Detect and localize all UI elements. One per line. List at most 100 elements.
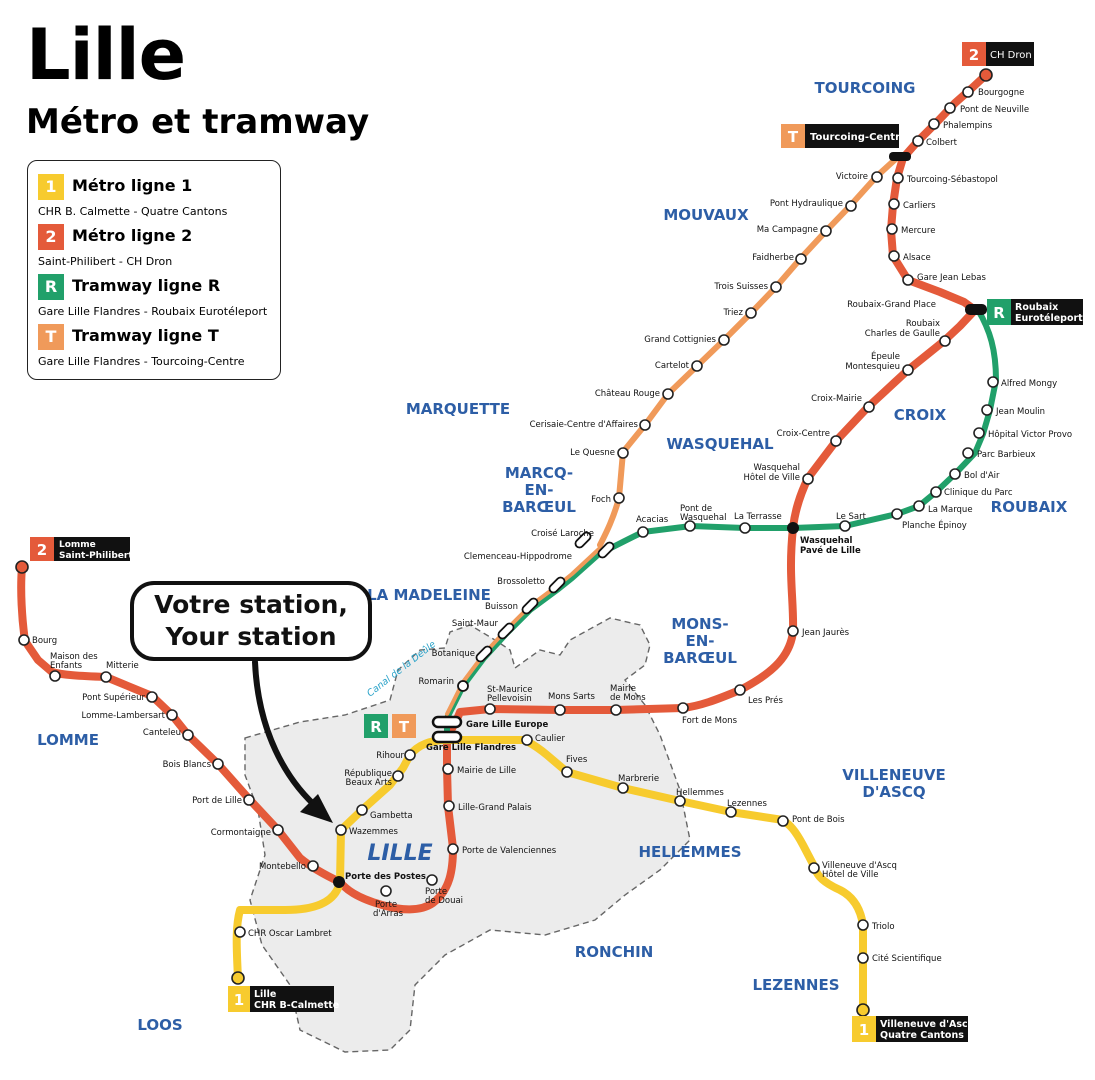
stop[interactable] — [426, 874, 438, 886]
stop[interactable] — [639, 419, 651, 431]
stop[interactable] — [617, 782, 629, 794]
station-label: Alfred Mongy — [1001, 379, 1057, 389]
stop[interactable] — [617, 447, 629, 459]
stop[interactable] — [739, 522, 751, 534]
terminus-cap[interactable] — [231, 971, 245, 985]
stop[interactable] — [962, 86, 974, 98]
stop[interactable] — [808, 862, 820, 874]
stop[interactable] — [212, 758, 224, 770]
stop[interactable] — [356, 804, 368, 816]
interchange-tourcoing[interactable] — [889, 152, 911, 161]
area-labels: TOURCOING MOUVAUX MARQUETTE WASQUEHAL MA… — [37, 79, 1068, 1034]
stop[interactable] — [987, 376, 999, 388]
stop[interactable] — [691, 360, 703, 372]
stop[interactable] — [892, 172, 904, 184]
stop[interactable] — [962, 447, 974, 459]
stop[interactable] — [777, 815, 789, 827]
stop[interactable] — [447, 843, 459, 855]
stop[interactable] — [944, 102, 956, 114]
stop[interactable] — [802, 473, 814, 485]
interchange-gare-lille-europe[interactable] — [431, 715, 463, 729]
stop[interactable] — [718, 334, 730, 346]
stop[interactable] — [888, 198, 900, 210]
stop[interactable] — [857, 919, 869, 931]
stop[interactable] — [457, 680, 469, 692]
stop[interactable] — [100, 671, 112, 683]
interchange-roubaix[interactable] — [965, 304, 987, 315]
stop[interactable] — [637, 526, 649, 538]
stop[interactable] — [443, 800, 455, 812]
stop[interactable] — [49, 670, 61, 682]
stop[interactable] — [548, 576, 566, 594]
stop[interactable] — [677, 702, 689, 714]
stop[interactable] — [930, 486, 942, 498]
stop[interactable] — [820, 225, 832, 237]
callout-arrowhead — [300, 794, 333, 823]
stop[interactable] — [902, 364, 914, 376]
terminus-cap[interactable] — [979, 68, 993, 82]
stop[interactable] — [392, 770, 404, 782]
stop[interactable] — [554, 704, 566, 716]
stop[interactable] — [981, 404, 993, 416]
stop[interactable] — [521, 597, 539, 615]
stop[interactable] — [871, 171, 883, 183]
stop[interactable] — [521, 734, 533, 746]
stop[interactable] — [928, 118, 940, 130]
stop[interactable] — [888, 250, 900, 262]
terminus-cap[interactable] — [856, 1003, 870, 1017]
stop[interactable] — [830, 435, 842, 447]
stop[interactable] — [949, 468, 961, 480]
stop[interactable] — [166, 709, 178, 721]
station-label: Lezennes — [727, 799, 768, 809]
station-label: Saint-Maur — [452, 619, 499, 629]
stop[interactable] — [613, 492, 625, 504]
stop[interactable] — [674, 795, 686, 807]
stop[interactable] — [913, 500, 925, 512]
stop[interactable] — [404, 749, 416, 761]
stop[interactable] — [335, 824, 347, 836]
stop[interactable] — [561, 766, 573, 778]
stop[interactable] — [902, 274, 914, 286]
stop[interactable] — [912, 135, 924, 147]
stop[interactable] — [307, 860, 319, 872]
area-label: MOUVAUX — [663, 206, 749, 224]
stop[interactable] — [839, 520, 851, 532]
interchange-porte-des-postes[interactable] — [333, 876, 345, 888]
station-label: Villeneuve d'Ascq — [822, 861, 897, 871]
stop[interactable] — [845, 200, 857, 212]
stop[interactable] — [662, 388, 674, 400]
stop[interactable] — [684, 520, 696, 532]
stop[interactable] — [234, 926, 246, 938]
stop[interactable] — [973, 427, 985, 439]
station-label: Jean Jaurès — [801, 627, 850, 638]
stop[interactable] — [610, 704, 622, 716]
stop[interactable] — [734, 684, 746, 696]
stop[interactable] — [475, 645, 493, 663]
terminus-cap[interactable] — [15, 560, 29, 574]
stop[interactable] — [725, 806, 737, 818]
stop[interactable] — [863, 401, 875, 413]
stop[interactable] — [182, 729, 194, 741]
terminal-label: CHR B-Calmette — [254, 1000, 339, 1011]
stop[interactable] — [787, 625, 799, 637]
stop[interactable] — [442, 763, 454, 775]
stop[interactable] — [243, 794, 255, 806]
stop[interactable] — [939, 335, 951, 347]
stop[interactable] — [597, 541, 615, 559]
stop[interactable] — [574, 531, 592, 549]
stop[interactable] — [795, 253, 807, 265]
area-label: ROUBAIX — [991, 498, 1068, 516]
interchange-wasquehal[interactable] — [787, 522, 799, 534]
stop[interactable] — [857, 952, 869, 964]
stop[interactable] — [146, 691, 158, 703]
stop[interactable] — [380, 885, 392, 897]
interchange-gare-lille-flandres[interactable] — [431, 730, 463, 744]
stop[interactable] — [272, 824, 284, 836]
stop[interactable] — [484, 703, 496, 715]
stop[interactable] — [770, 281, 782, 293]
stop[interactable] — [18, 634, 30, 646]
stop[interactable] — [745, 307, 757, 319]
stop[interactable] — [497, 622, 515, 640]
stop[interactable] — [886, 223, 898, 235]
stop[interactable] — [891, 508, 903, 520]
